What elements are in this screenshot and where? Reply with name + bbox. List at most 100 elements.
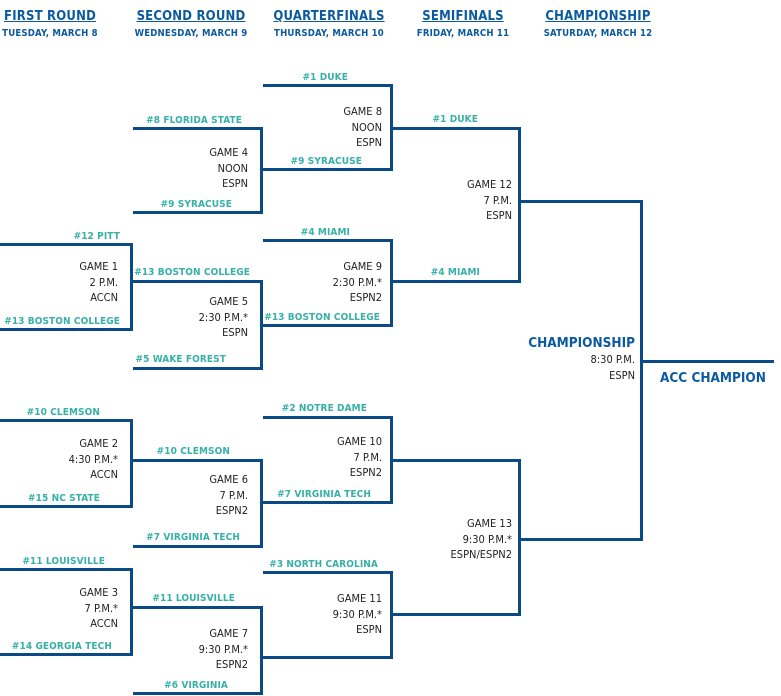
game-number: GAME 1	[79, 260, 118, 273]
bracket-line	[0, 419, 133, 422]
bracket-line	[133, 459, 263, 462]
game-number: GAME 3	[79, 586, 118, 599]
bracket-line	[130, 419, 133, 508]
game-5-info: GAME 5 2:30 P.M.* ESPN	[199, 294, 248, 341]
game-3-info: GAME 3 7 P.M.* ACCN	[79, 585, 118, 632]
game-number: GAME 9	[343, 260, 382, 273]
game-11-info: GAME 11 9:30 P.M.* ESPN	[333, 591, 382, 638]
team-label: #10 CLEMSON	[26, 407, 100, 418]
game-time: 9:30 P.M.*	[462, 532, 512, 546]
team-label: #9 SYRACUSE	[160, 199, 232, 210]
game-network: ACCN	[90, 468, 118, 481]
team-label: #15 NC STATE	[28, 493, 100, 504]
bracket-line	[0, 653, 133, 656]
round-header-first: FIRST ROUND TUESDAY, MARCH 8	[0, 9, 120, 39]
game-10-info: GAME 10 7 P.M. ESPN2	[337, 434, 382, 481]
bracket-line	[0, 568, 133, 571]
game-12-info: GAME 12 7 P.M. ESPN	[467, 177, 512, 224]
team-label: #12 PITT	[73, 231, 120, 242]
team-label: #9 SYRACUSE	[290, 156, 362, 167]
game-number: GAME 8	[343, 105, 382, 118]
championship-time: 8:30 P.M.	[590, 353, 635, 366]
team-label: #5 WAKE FOREST	[135, 354, 226, 365]
bracket-line	[263, 84, 393, 87]
team-label: #1 DUKE	[432, 114, 478, 125]
round-title: CHAMPIONSHIP	[545, 9, 651, 24]
game-9-info: GAME 9 2:30 P.M.* ESPN2	[333, 259, 382, 306]
bracket-line	[263, 239, 393, 242]
team-label: #1 DUKE	[302, 72, 348, 83]
game-number: GAME 6	[209, 473, 248, 486]
bracket-line	[133, 692, 263, 695]
bracket-line	[390, 571, 393, 659]
round-date: WEDNESDAY, MARCH 9	[134, 28, 248, 39]
bracket-line	[263, 416, 393, 419]
bracket-line	[260, 606, 263, 695]
bracket-line	[130, 243, 133, 331]
bracket-line	[133, 280, 263, 283]
game-time: NOON	[351, 120, 382, 134]
game-number: GAME 12	[467, 178, 512, 191]
game-network: ESPN	[356, 136, 382, 149]
bracket-line	[393, 459, 521, 462]
game-network: ESPN/ESPN2	[450, 548, 512, 561]
game-7-info: GAME 7 9:30 P.M.* ESPN2	[199, 626, 248, 673]
game-number: GAME 5	[209, 295, 248, 308]
round-title: QUARTERFINALS	[273, 9, 385, 24]
game-2-info: GAME 2 4:30 P.M.* ACCN	[69, 436, 118, 483]
championship-title: CHAMPIONSHIP	[528, 335, 635, 351]
bracket-line	[133, 545, 263, 548]
bracket-line	[260, 459, 263, 548]
bracket-line	[0, 505, 133, 508]
game-number: GAME 13	[467, 517, 512, 530]
bracket-line	[263, 168, 393, 171]
team-label: #8 FLORIDA STATE	[146, 115, 242, 126]
round-title: FIRST ROUND	[4, 9, 96, 24]
game-network: ESPN	[222, 326, 248, 339]
game-network: ESPN2	[349, 291, 382, 304]
bracket-line	[393, 280, 521, 283]
team-label: #10 CLEMSON	[156, 446, 230, 457]
game-time: 7 P.M.	[483, 193, 512, 207]
team-label: #11 LOUISVILLE	[152, 593, 235, 604]
game-time: 2:30 P.M.*	[332, 275, 382, 289]
acc-champion-label: ACC CHAMPION	[660, 370, 766, 386]
round-date: TUESDAY, MARCH 8	[2, 28, 98, 39]
game-13-info: GAME 13 9:30 P.M.* ESPN/ESPN2	[451, 516, 512, 563]
team-label: #13 BOSTON COLLEGE	[134, 267, 250, 278]
game-4-info: GAME 4 NOON ESPN	[209, 145, 248, 192]
game-number: GAME 4	[209, 146, 248, 159]
game-time: 2 P.M.	[89, 275, 118, 289]
bracket-line	[263, 501, 393, 504]
team-label: #11 LOUISVILLE	[22, 556, 105, 567]
game-6-info: GAME 6 7 P.M. ESPN2	[209, 472, 248, 519]
bracket-line	[133, 606, 263, 609]
bracket-line	[518, 127, 521, 283]
game-time: NOON	[217, 161, 248, 175]
game-number: GAME 10	[337, 435, 382, 448]
game-8-info: GAME 8 NOON ESPN	[343, 104, 382, 151]
bracket-line	[390, 239, 393, 327]
game-network: ESPN2	[349, 466, 382, 479]
bracket-line	[0, 243, 133, 246]
round-date: THURSDAY, MARCH 10	[274, 28, 384, 39]
bracket-line	[260, 127, 263, 214]
game-time: 7 P.M.	[353, 450, 382, 464]
game-network: ESPN2	[215, 658, 248, 671]
round-date: FRIDAY, MARCH 11	[416, 28, 510, 39]
game-network: ACCN	[90, 291, 118, 304]
game-time: 2:30 P.M.*	[198, 310, 248, 324]
round-header-semifinals: SEMIFINALS FRIDAY, MARCH 11	[393, 9, 533, 39]
team-label: #2 NOTRE DAME	[281, 403, 367, 414]
round-date: SATURDAY, MARCH 12	[543, 28, 653, 39]
bracket-line	[521, 538, 643, 541]
bracket-line	[133, 367, 263, 370]
game-time: 7 P.M.	[219, 488, 248, 502]
bracket-line	[643, 360, 774, 363]
game-time: 9:30 P.M.*	[332, 607, 382, 621]
team-label: #4 MIAMI	[430, 267, 480, 278]
bracket-line	[263, 656, 393, 659]
game-network: ESPN	[486, 209, 512, 222]
team-label: #4 MIAMI	[300, 227, 350, 238]
bracket-line	[640, 200, 643, 541]
